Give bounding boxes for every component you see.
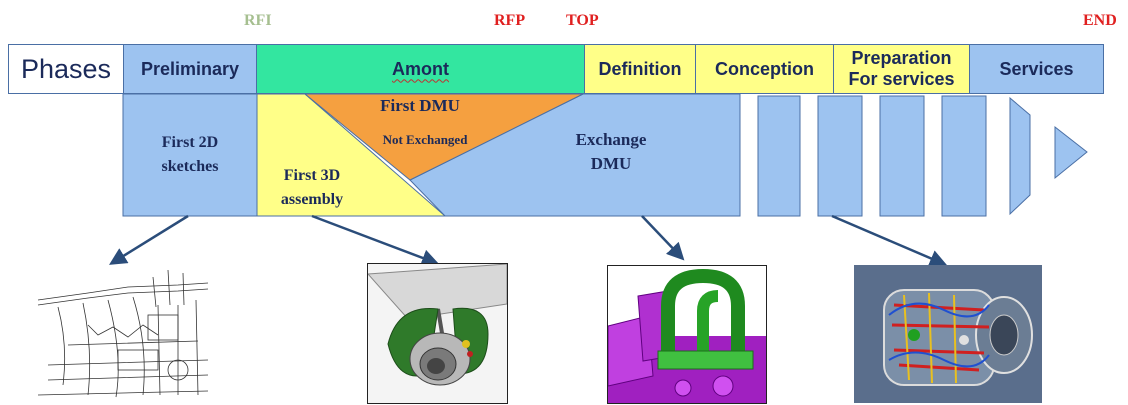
exchange-dmu-line1: Exchange (575, 130, 647, 149)
preliminary-block (122, 93, 258, 217)
stage-bar-1 (757, 95, 801, 217)
phase-conception: Conception (695, 44, 834, 94)
phase-preparation-line2: For services (848, 69, 955, 89)
phase-services-label: Services (999, 58, 1074, 79)
first-3d-triangle (256, 93, 447, 217)
arrow-to-dmu (641, 215, 685, 261)
first-2d-line2: sketches (161, 158, 219, 175)
phase-services: Services (969, 44, 1104, 94)
stage-arrow-5 (1009, 96, 1031, 216)
services-image (854, 265, 1042, 403)
phase-conception-label: Conception (715, 59, 814, 79)
phase-preparation: Preparation For services (833, 44, 970, 94)
sketch-image (28, 265, 213, 401)
phase-definition: Definition (584, 44, 696, 94)
phase-preparation-line1: Preparation (851, 48, 952, 68)
dmu-image (607, 265, 767, 404)
first-2d-line1: First 2D (161, 134, 219, 151)
first-dmu-triangle (303, 93, 584, 181)
milestone-top: TOP (566, 12, 599, 29)
phases-header-label: Phases (20, 53, 112, 84)
assembly-image (367, 263, 508, 404)
arrow-to-assembly (311, 214, 440, 267)
stage-bar-4 (941, 95, 987, 217)
first-dmu-label: First DMU (380, 96, 460, 115)
milestone-rfi: RFI (244, 12, 272, 29)
stage-bar-3 (879, 95, 925, 217)
stage-arrow-end (1054, 125, 1088, 180)
stage-bar-2 (817, 95, 863, 217)
arrow-to-services (831, 214, 948, 267)
milestone-end: END (1083, 12, 1117, 29)
exchange-dmu-line2: DMU (590, 154, 632, 173)
first-3d-label: First 3D assembly (262, 164, 362, 212)
first-3d-line2: assembly (280, 191, 344, 208)
phase-preliminary-label: Preliminary (140, 58, 240, 79)
first-3d-line1: First 3D (283, 167, 341, 184)
phase-amont-label: Amont (392, 58, 449, 79)
exchange-dmu-label: Exchange DMU (556, 128, 666, 176)
phase-amont: Amont (256, 44, 585, 94)
not-exchanged-label: Not Exchanged (382, 132, 468, 147)
first-2d-label: First 2D sketches (123, 131, 257, 179)
arrow-to-sketch (109, 214, 189, 265)
milestone-rfp: RFP (494, 12, 526, 29)
phase-definition-label: Definition (598, 58, 682, 79)
